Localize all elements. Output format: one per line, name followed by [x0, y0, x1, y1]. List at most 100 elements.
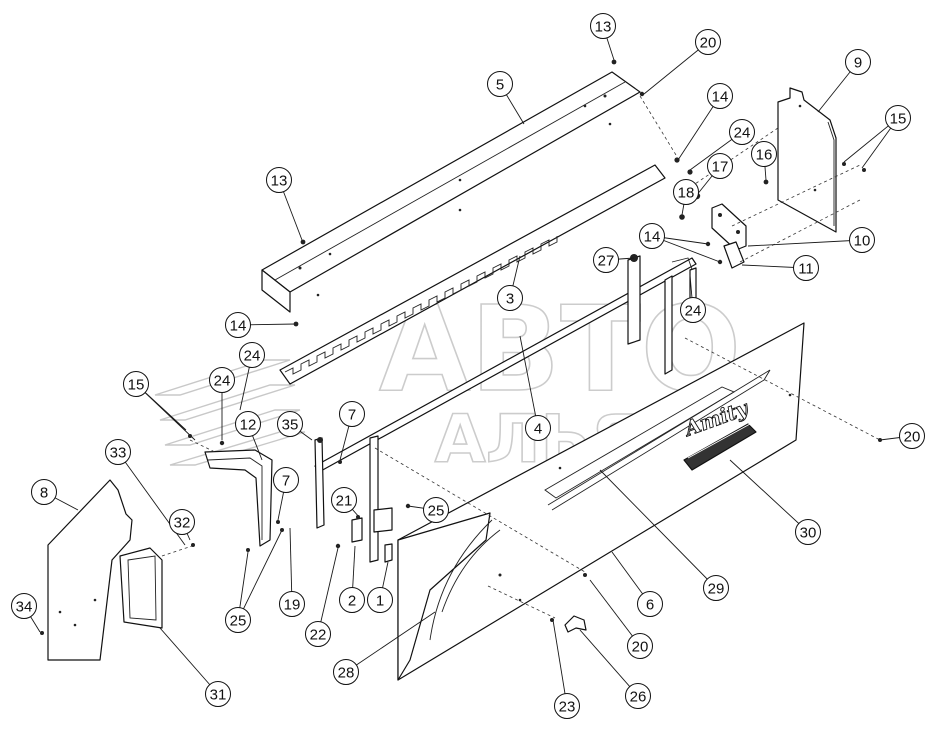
latch-parts: [351, 517, 393, 563]
callout-16: 16: [751, 141, 777, 167]
callout-label: 35: [282, 417, 299, 434]
left-panel-part: [47, 479, 133, 661]
callout-label: 26: [630, 689, 647, 706]
box-part: [119, 547, 163, 629]
callout-circle: [277, 411, 303, 437]
callout-label: 1: [376, 593, 384, 610]
callout-20: 20: [899, 423, 925, 449]
callout-label: 16: [756, 147, 773, 164]
callout-12: 12: [235, 411, 261, 437]
callout-circle: [279, 591, 305, 617]
callout-label: 32: [174, 515, 191, 532]
callout-circle: [590, 13, 616, 39]
callout-11: 11: [793, 255, 819, 281]
callout-circle: [209, 367, 235, 393]
callout-circle: [849, 227, 875, 253]
callout-circle: [707, 153, 733, 179]
callout-circle: [695, 29, 721, 55]
callout-circle: [497, 285, 523, 311]
callout-circle: [105, 439, 131, 465]
callout-circle: [11, 593, 37, 619]
callout-circle: [169, 509, 195, 535]
callout-1: 1: [367, 587, 393, 613]
callout-circle: [423, 497, 449, 523]
callout-label: 24: [685, 303, 702, 320]
callout-label: 33: [110, 445, 127, 462]
callout-22: 22: [305, 621, 331, 647]
callout-24: 24: [729, 119, 755, 145]
callout-7: 7: [273, 467, 299, 493]
callout-label: 28: [338, 665, 355, 682]
callout-label: 22: [310, 627, 327, 644]
support-leg-part: [204, 449, 273, 547]
callout-label: 4: [534, 421, 542, 438]
toothed-strip-part: [279, 164, 666, 385]
callout-14: 14: [639, 223, 665, 249]
callout-13: 13: [266, 167, 292, 193]
callout-28: 28: [333, 659, 359, 685]
callout-circle: [703, 575, 729, 601]
callout-label: 5: [496, 77, 504, 94]
callout-circle: [273, 467, 299, 493]
callout-14: 14: [225, 312, 251, 338]
callout-circle: [339, 401, 365, 427]
callout-label: 9: [854, 55, 862, 72]
callout-15: 15: [885, 105, 911, 131]
callout-circle: [885, 105, 911, 131]
callout-label: 14: [230, 318, 247, 335]
callout-circle: [239, 342, 265, 368]
callout-3: 3: [497, 285, 523, 311]
stays-parts: [314, 435, 393, 563]
callout-label: 29: [708, 581, 725, 598]
callout-30: 30: [795, 519, 821, 545]
callout-circle: [339, 587, 365, 613]
callout-24: 24: [239, 342, 265, 368]
callout-27: 27: [593, 247, 619, 273]
callout-24: 24: [680, 297, 706, 323]
callout-label: 25: [428, 503, 445, 520]
callout-circle: [639, 223, 665, 249]
handle-part: [564, 615, 587, 633]
callout-19: 19: [279, 591, 305, 617]
callout-label: 13: [271, 173, 288, 190]
callout-circle: [225, 607, 251, 633]
callout-circle: [235, 411, 261, 437]
callout-9: 9: [845, 49, 871, 75]
callout-circle: [673, 179, 699, 205]
callout-circle: [31, 479, 57, 505]
callout-circle: [627, 633, 653, 659]
callout-label: 11: [798, 261, 814, 278]
callout-label: 15: [128, 377, 145, 394]
callout-33: 33: [105, 439, 131, 465]
callout-label: 14: [644, 229, 661, 246]
callout-29: 29: [703, 575, 729, 601]
callout-circle: [554, 693, 580, 719]
callout-label: 30: [800, 525, 817, 542]
callout-20: 20: [627, 633, 653, 659]
callout-17: 17: [707, 153, 733, 179]
callout-label: 23: [559, 699, 576, 716]
callout-2: 2: [339, 587, 365, 613]
callout-circle: [845, 49, 871, 75]
callout-5: 5: [487, 71, 513, 97]
callout-circle: [331, 487, 357, 513]
callout-circle: [205, 681, 231, 707]
callout-4: 4: [525, 415, 551, 441]
callout-circle: [525, 415, 551, 441]
callout-34: 34: [11, 593, 37, 619]
callout-label: 31: [210, 687, 227, 704]
callout-label: 13: [595, 19, 612, 36]
callout-circle: [305, 621, 331, 647]
callout-label: 24: [734, 125, 751, 142]
callout-label: 17: [712, 159, 729, 176]
callout-26: 26: [625, 683, 651, 709]
callout-label: 6: [646, 597, 654, 614]
callout-21: 21: [331, 487, 357, 513]
callout-label: 8: [40, 485, 48, 502]
callout-7: 7: [339, 401, 365, 427]
callout-label: 20: [904, 429, 921, 446]
assembly-lines: [161, 95, 881, 619]
callout-25: 25: [225, 607, 251, 633]
callout-32: 32: [169, 509, 195, 535]
